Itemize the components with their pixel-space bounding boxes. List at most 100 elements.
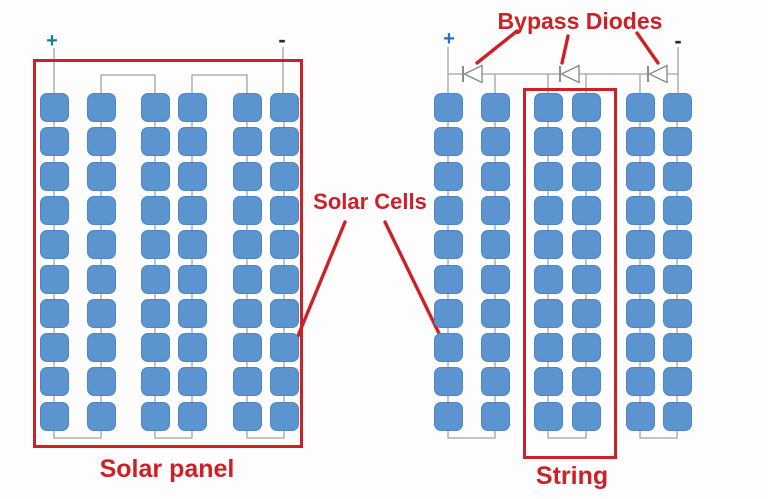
solar-cell [270, 162, 299, 191]
bypass-diodes-label: Bypass Diodes [497, 8, 663, 34]
solar-cell [178, 333, 207, 362]
solar-cell [626, 230, 655, 259]
solar-cell [572, 196, 601, 225]
solar-cell [481, 127, 510, 156]
solar-cell [663, 127, 692, 156]
annotation-leader-line [560, 34, 570, 65]
solar-cell [270, 265, 299, 294]
solar-cell [572, 162, 601, 191]
solar-cell [534, 93, 563, 122]
solar-cell [663, 93, 692, 122]
solar-cell [233, 162, 262, 191]
solar-cell [534, 402, 563, 431]
solar-cell [270, 93, 299, 122]
solar-cell [233, 196, 262, 225]
solar-cell [233, 402, 262, 431]
wire-bridge [53, 431, 102, 439]
wire-bridge [639, 431, 678, 439]
solar-cell [270, 402, 299, 431]
solar-cell [40, 127, 69, 156]
solar-cell [663, 367, 692, 396]
solar-cell [87, 162, 116, 191]
solar-cell [663, 162, 692, 191]
solar-cell [178, 162, 207, 191]
wire-bridge [246, 431, 285, 439]
solar-cell [40, 196, 69, 225]
solar-cell [233, 230, 262, 259]
left-panel-positive-terminal: + [46, 30, 58, 52]
solar-cell [481, 367, 510, 396]
solar-cell [572, 299, 601, 328]
solar-cell [481, 333, 510, 362]
solar-cell [626, 299, 655, 328]
solar-cell [233, 367, 262, 396]
solar-cell [141, 402, 170, 431]
wire-bridge [154, 431, 193, 439]
solar-cell [87, 367, 116, 396]
solar-cell [663, 265, 692, 294]
solar-cell [178, 230, 207, 259]
solar-cell [178, 299, 207, 328]
solar-cell [40, 299, 69, 328]
right-panel-negative-terminal: - [674, 28, 682, 53]
solar-cells-label: Solar Cells [313, 189, 427, 214]
solar-cell [178, 265, 207, 294]
solar-cell [141, 265, 170, 294]
solar-cell [270, 367, 299, 396]
solar-cell [40, 402, 69, 431]
solar-cell [434, 196, 463, 225]
solar-cell [434, 299, 463, 328]
solar-cell [663, 230, 692, 259]
solar-cell [233, 127, 262, 156]
solar-cell [141, 127, 170, 156]
solar-cell [87, 127, 116, 156]
solar-cell [87, 93, 116, 122]
solar-cell [178, 127, 207, 156]
solar-cell [572, 333, 601, 362]
solar-cell [141, 196, 170, 225]
solar-cell [178, 196, 207, 225]
solar-cell [534, 230, 563, 259]
wire-bridge [100, 74, 156, 93]
wire-bridge [547, 431, 587, 439]
solar-cell [572, 93, 601, 122]
solar-cell [141, 333, 170, 362]
solar-cell [270, 299, 299, 328]
solar-cell [40, 367, 69, 396]
solar-cell [626, 333, 655, 362]
wire-bridge [447, 431, 496, 439]
solar-cell [626, 367, 655, 396]
solar-cell [481, 162, 510, 191]
bypass-diode-icon [559, 64, 580, 84]
solar-cell [434, 265, 463, 294]
string-label: String [535, 462, 609, 490]
solar-cell [481, 265, 510, 294]
solar-cell [534, 367, 563, 396]
solar-cell [233, 265, 262, 294]
solar-cell [434, 93, 463, 122]
right-panel-positive-terminal: + [443, 28, 455, 50]
solar-cell [141, 93, 170, 122]
solar-cell [572, 265, 601, 294]
solar-cell [572, 230, 601, 259]
solar-cell [87, 230, 116, 259]
annotation-leader-line [383, 220, 450, 354]
solar-cell [87, 299, 116, 328]
solar-cell [663, 196, 692, 225]
solar-cell [663, 333, 692, 362]
solar-panel-outline [33, 59, 303, 448]
wire-bridge [191, 74, 248, 93]
solar-cell [434, 367, 463, 396]
solar-cell [270, 230, 299, 259]
solar-cell [572, 402, 601, 431]
solar-cell [40, 265, 69, 294]
solar-cell [626, 196, 655, 225]
solar-cell [572, 127, 601, 156]
solar-cell [141, 162, 170, 191]
solar-cell [178, 367, 207, 396]
solar-cell [534, 196, 563, 225]
solar-cell [233, 93, 262, 122]
solar-cell [270, 333, 299, 362]
solar-cell [572, 367, 601, 396]
